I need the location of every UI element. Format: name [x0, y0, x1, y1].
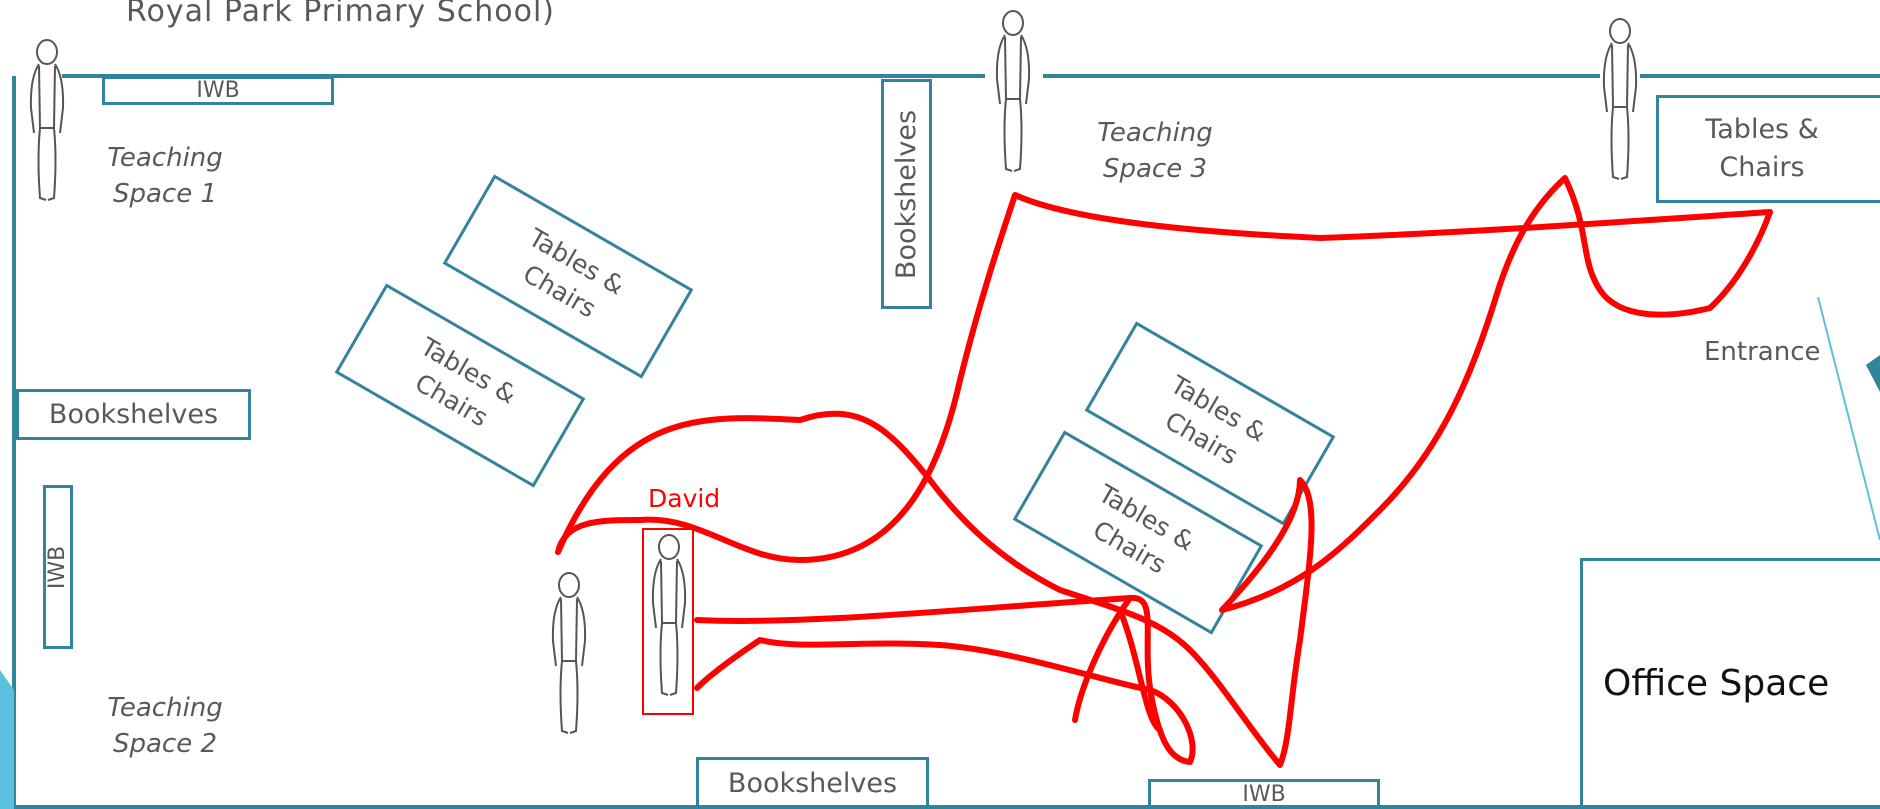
movement-trace [1072, 595, 1163, 733]
office-space: Office Space [1580, 558, 1880, 809]
movement-trace [694, 594, 1196, 765]
iwb-label: IWB [1242, 781, 1286, 807]
bookshelves-bottom: Bookshelves [696, 757, 929, 809]
teaching-space-2-label: Teaching Space 2 [107, 693, 223, 759]
movement-trace [555, 175, 1773, 768]
person-outline-icon [1602, 18, 1638, 180]
accent-shape [1866, 355, 1880, 392]
teaching-space-3-label: Teaching Space 3 [1097, 118, 1213, 184]
entrance-label: Entrance [1704, 337, 1821, 367]
bookshelves-left: Bookshelves [16, 389, 251, 440]
student-name-label: David [648, 484, 721, 513]
bookshelves-label: Bookshelves [48, 399, 219, 430]
iwb-label: IWB [196, 78, 240, 103]
bookshelves-label: Bookshelves [727, 767, 898, 799]
person-outline-icon [29, 39, 65, 201]
person-outline-icon [651, 534, 687, 696]
person-outline-icon [995, 10, 1031, 172]
tables-chairs-label: Tables & Chairs [1705, 114, 1819, 183]
office-space-label: Office Space [1603, 663, 1830, 704]
person-outline-icon [551, 572, 587, 734]
entrance-door-line [1817, 296, 1880, 541]
accent-shape [0, 670, 14, 809]
teaching-space-1-label: Teaching Space 1 [107, 143, 223, 209]
iwb-bottom: IWB [1148, 779, 1380, 809]
bookshelves-vertical: Bookshelves [881, 79, 932, 309]
tables-chairs-5: Tables & Chairs [1656, 95, 1880, 203]
student-highlight-box [642, 528, 694, 715]
iwb-top: IWB [102, 76, 334, 105]
iwb-left: IWB [43, 485, 73, 649]
school-caption: Royal Park Primary School) [126, 0, 555, 29]
